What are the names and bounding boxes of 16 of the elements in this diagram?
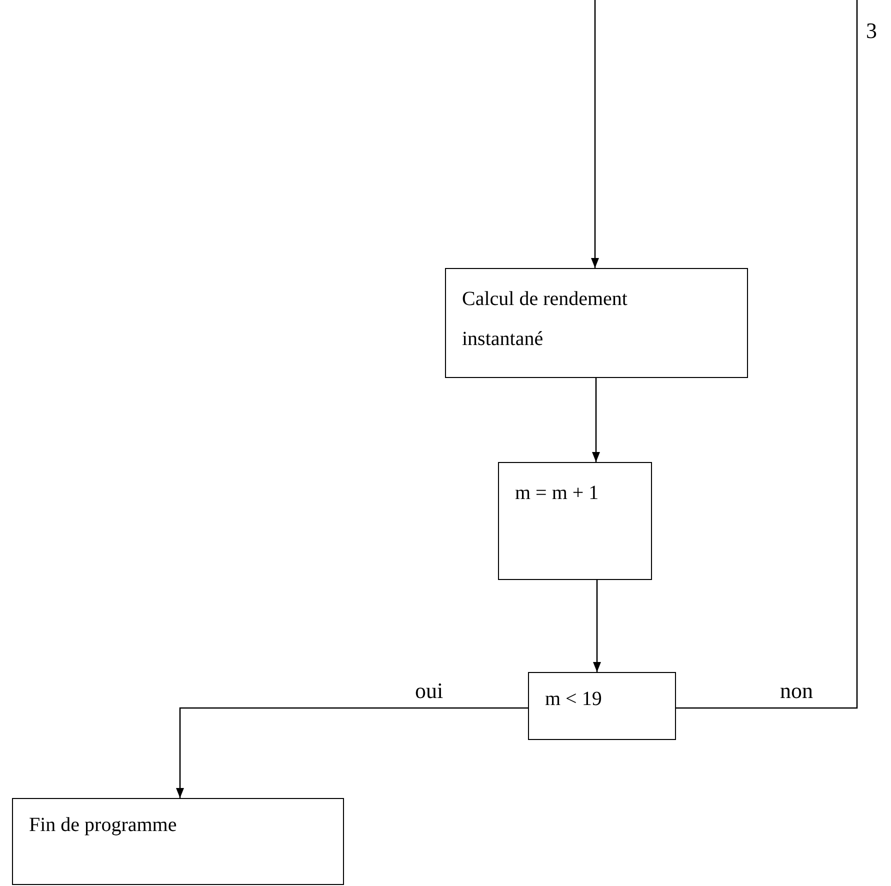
- arrow: [176, 707, 528, 798]
- box-text: m < 19: [545, 687, 603, 712]
- edge-label: non: [780, 678, 813, 704]
- box-text: m = m + 1: [515, 481, 600, 506]
- process-box: [498, 462, 652, 580]
- connector-line: [676, 0, 858, 709]
- process-box: [528, 672, 676, 740]
- box-text: Fin de programme: [29, 813, 178, 838]
- box-text: Calcul de rendement instantané: [462, 287, 628, 352]
- edge-label: oui: [415, 678, 444, 704]
- arrow: [591, 0, 599, 268]
- arrow: [592, 378, 600, 462]
- process-box: [12, 798, 344, 885]
- process-box: [445, 268, 748, 378]
- arrow: [593, 580, 601, 672]
- connector-number: 3: [866, 18, 877, 44]
